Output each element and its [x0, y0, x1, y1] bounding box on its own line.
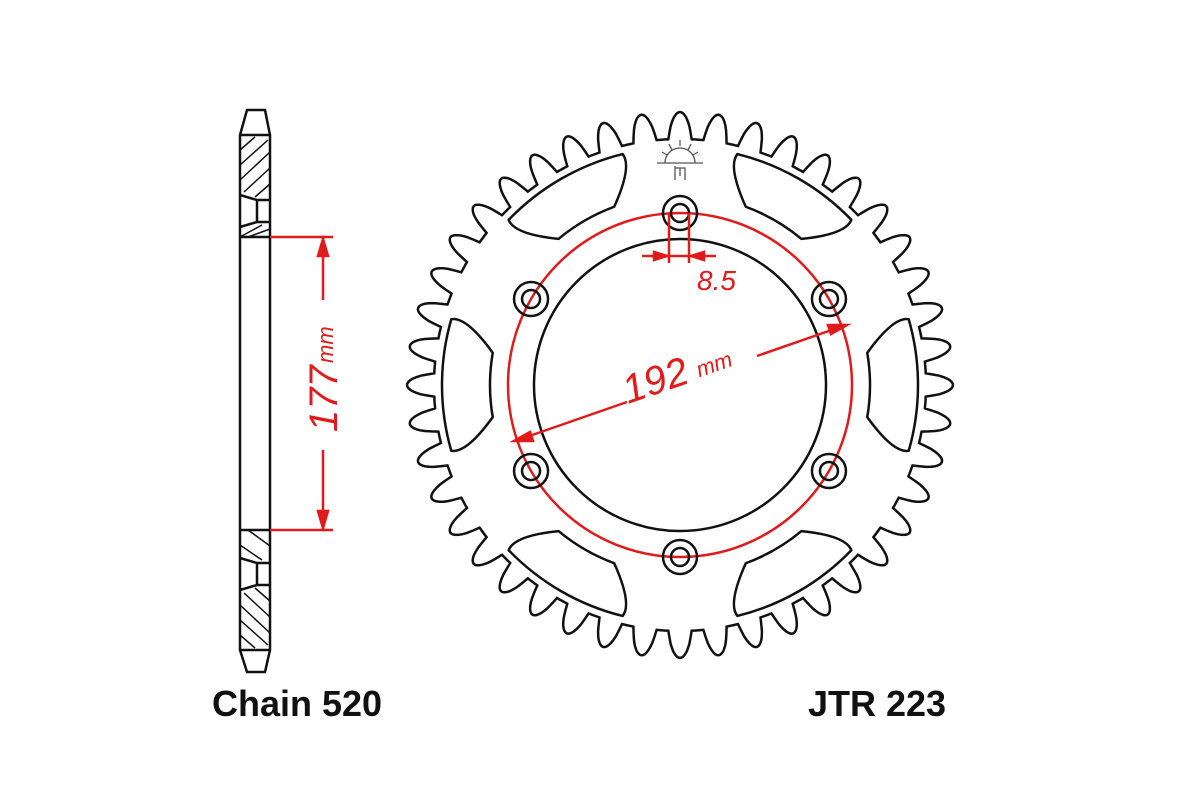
diameter-177-dimension	[270, 234, 333, 533]
bolt-circle	[506, 211, 854, 559]
lightening-slot	[507, 152, 628, 241]
bolt-hole-boss	[810, 280, 848, 318]
chain-size-label: Chain 520	[212, 683, 382, 724]
part-number-label: JTR 223	[808, 683, 946, 724]
bolt-hole-boss	[810, 452, 848, 490]
sprocket-front-view	[405, 110, 955, 660]
bolt-hole	[520, 288, 542, 310]
bolt-hole-8.5-dimension	[642, 213, 716, 263]
lightening-slot	[440, 317, 494, 453]
lightening-slot	[732, 152, 853, 241]
lightening-slot	[866, 317, 920, 453]
bolt-hole-boss	[512, 280, 550, 318]
bolt-circle-value: 192	[617, 349, 694, 412]
bolt-hole-boss	[512, 452, 550, 490]
dimension-177-value: 177	[302, 364, 346, 432]
sprocket-teeth-outline	[405, 110, 955, 660]
bolt-circle-192-dimension	[509, 323, 852, 443]
side-profile	[238, 108, 272, 674]
lightening-slot	[732, 529, 853, 618]
bolt-hole	[818, 288, 840, 310]
bolt-hole	[669, 546, 691, 568]
side-profile-outline	[238, 108, 272, 674]
bolt-hole	[818, 460, 840, 482]
bolt-hole-boss	[661, 194, 699, 232]
bolt-hole-boss	[661, 538, 699, 576]
lightening-slot	[507, 529, 628, 618]
bolt-circle-unit: mm	[693, 347, 736, 383]
sun-logo-icon	[657, 140, 703, 180]
bolt-hole	[520, 460, 542, 482]
bolt-hole-value: 8.5	[697, 265, 736, 296]
dimension-177-unit: mm	[313, 326, 338, 363]
center-bore	[532, 237, 828, 533]
